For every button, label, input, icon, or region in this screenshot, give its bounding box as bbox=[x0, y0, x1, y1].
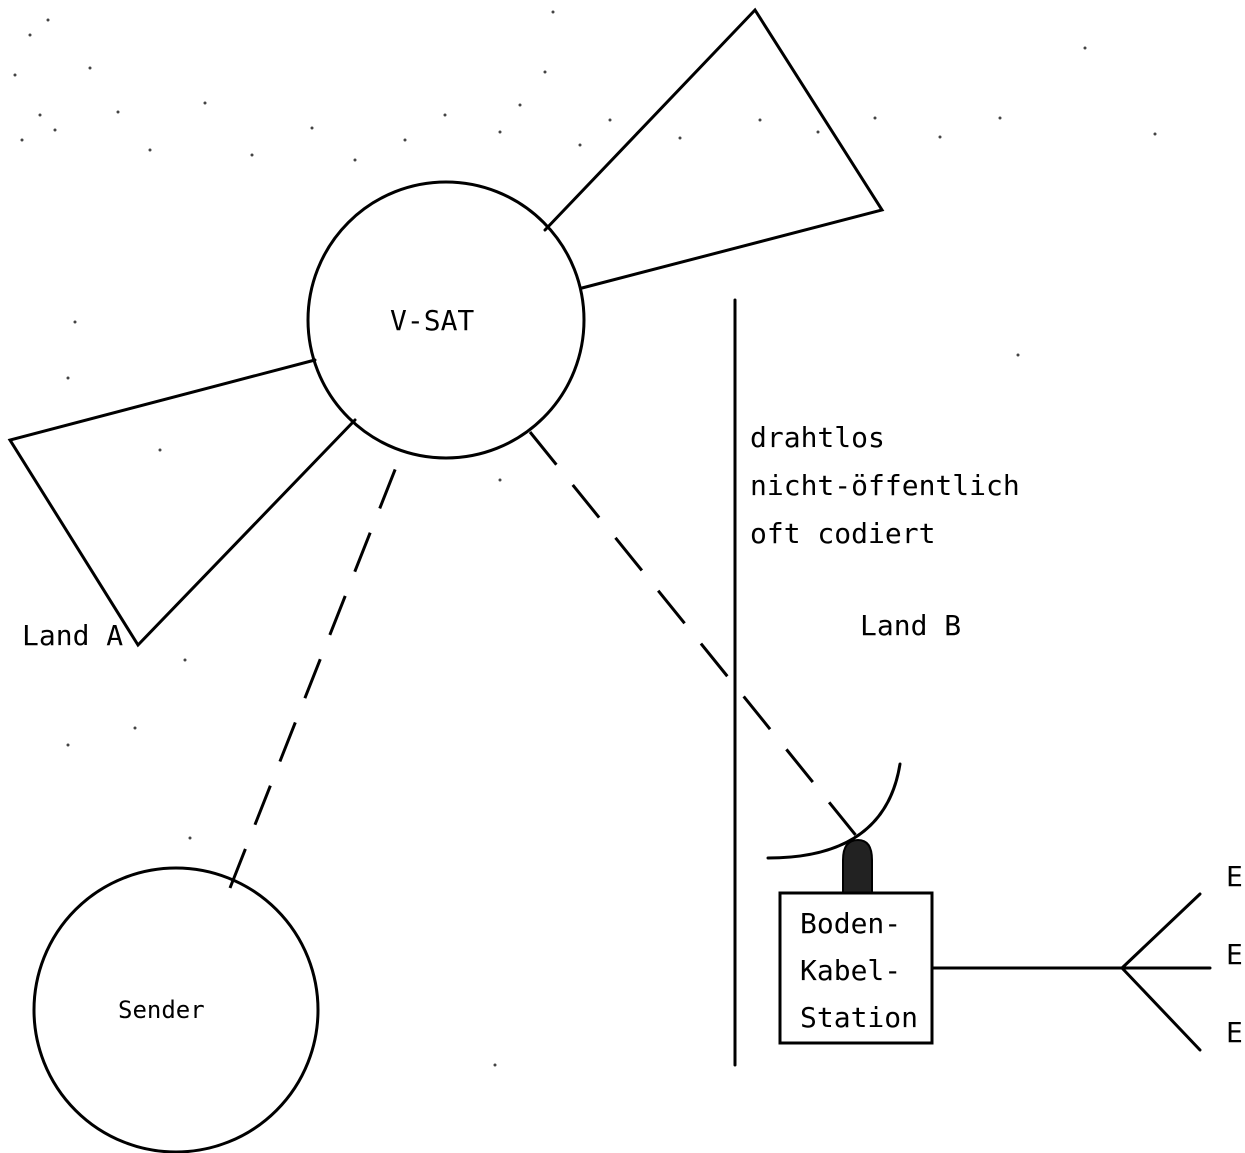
solar-panel-left bbox=[7, 358, 357, 648]
receiver-label: E bbox=[1226, 938, 1243, 971]
receiver-label: E bbox=[1226, 860, 1243, 893]
solar-panel-right bbox=[543, 7, 885, 290]
country-b-label: Land B bbox=[860, 609, 961, 642]
country-a-label: Land A bbox=[22, 619, 123, 652]
receiver-label: E bbox=[1226, 1016, 1243, 1049]
downlink-dashed-line bbox=[528, 431, 860, 839]
property-line: nicht-öffentlich bbox=[750, 469, 1020, 502]
sender-label: Sender bbox=[118, 996, 205, 1024]
ground-station-line: Station bbox=[800, 1001, 918, 1034]
sender-body bbox=[32, 866, 320, 1153]
uplink-dashed-line bbox=[228, 451, 404, 889]
dish-mount bbox=[842, 838, 873, 894]
scan-noise bbox=[13, 10, 1157, 1067]
ground-station-line: Boden- bbox=[800, 907, 901, 940]
property-line: drahtlos bbox=[750, 421, 885, 454]
property-line: oft codiert bbox=[750, 517, 935, 550]
dish-antenna bbox=[766, 762, 902, 860]
ground-station-line: Kabel- bbox=[800, 954, 901, 987]
satellite-label: V-SAT bbox=[390, 304, 474, 337]
cable-branch-bottom bbox=[1120, 966, 1202, 1052]
cable-branch-top bbox=[1120, 892, 1202, 970]
satellite-body bbox=[306, 180, 586, 460]
